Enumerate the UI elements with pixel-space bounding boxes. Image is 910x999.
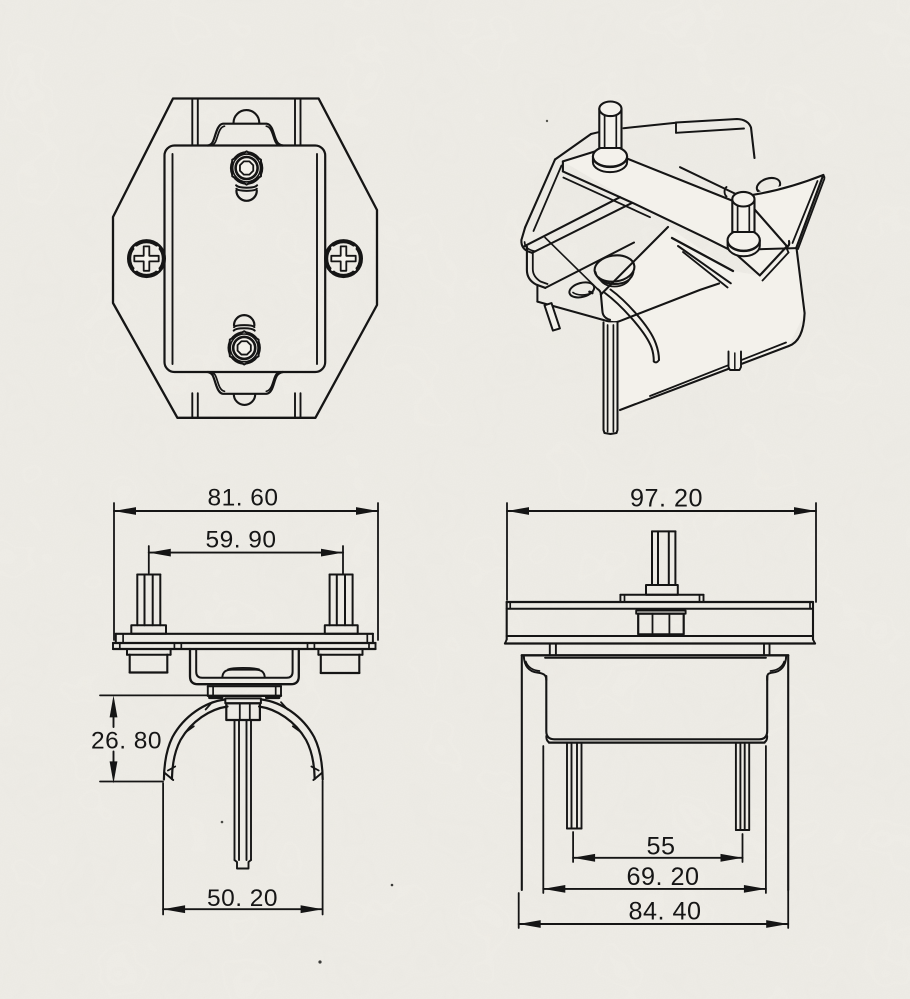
svg-text:50. 20: 50. 20	[207, 885, 278, 912]
svg-text:81. 60: 81. 60	[207, 485, 278, 512]
svg-text:97. 20: 97. 20	[630, 485, 703, 513]
svg-text:55: 55	[646, 833, 675, 861]
svg-text:84. 40: 84. 40	[628, 898, 701, 926]
svg-text:69. 20: 69. 20	[626, 863, 699, 891]
svg-text:59. 90: 59. 90	[205, 527, 276, 554]
svg-text:26. 80: 26. 80	[91, 728, 162, 755]
